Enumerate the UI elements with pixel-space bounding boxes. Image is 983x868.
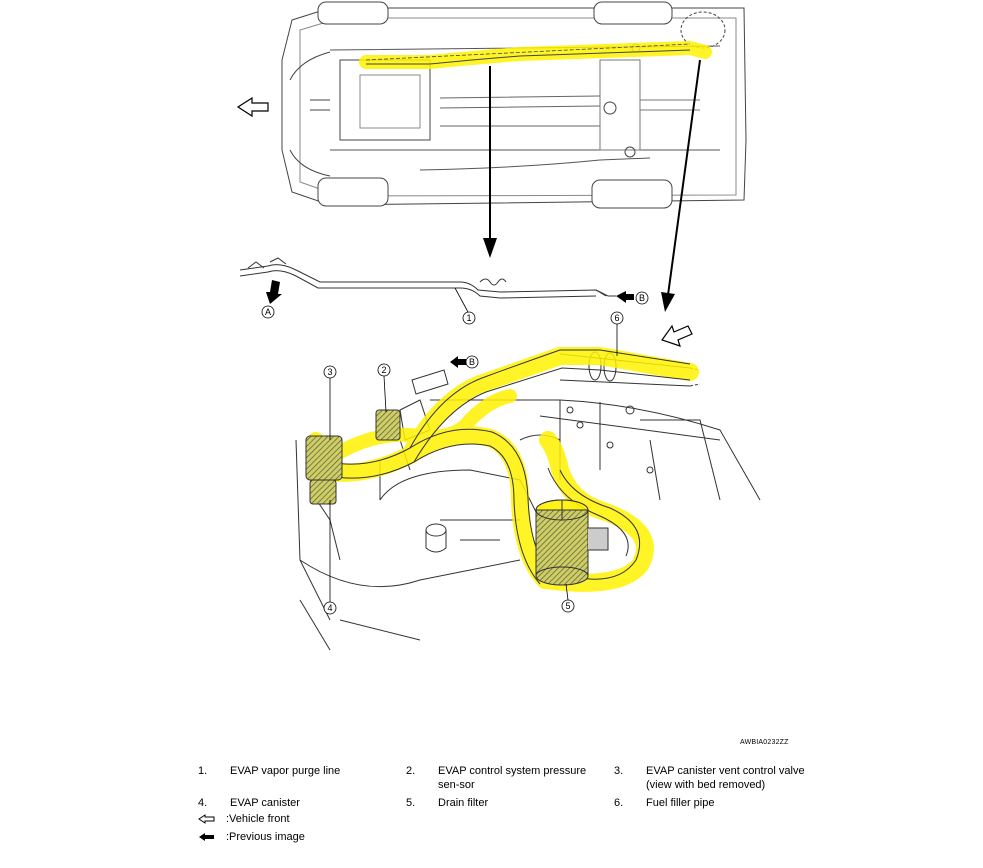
connector-b-arrow-icon — [616, 291, 634, 303]
underbody-line-highlight — [359, 40, 712, 69]
svg-text:1: 1 — [466, 313, 471, 323]
drain-filter — [535, 499, 609, 586]
svg-text:B: B — [639, 293, 645, 303]
vehicle-front-arrow-icon — [236, 96, 269, 118]
legend-item-6: 6. Fuel filler pipe — [614, 797, 715, 809]
figure-code: AWBIA0232ZZ — [740, 739, 789, 746]
callout-a: A — [261, 305, 275, 319]
legend: 1. EVAP vapor purge line 2. EVAP control… — [198, 764, 818, 846]
purge-line-detail — [239, 257, 616, 299]
hollow-arrow-left-icon — [198, 814, 226, 824]
solid-arrow-left-icon — [198, 832, 226, 842]
detail-vehicle-front-arrow-icon — [661, 324, 693, 347]
svg-text:5: 5 — [565, 601, 570, 611]
svg-text:3: 3 — [327, 367, 332, 377]
front-left-wheel — [317, 1, 389, 25]
svg-text:A: A — [265, 307, 271, 317]
pointer-arrows — [483, 59, 701, 312]
pressure-sensor — [375, 409, 401, 441]
callout-2: 2 — [377, 363, 391, 413]
callout-b-top: B — [635, 291, 649, 305]
vent-control-valve — [305, 435, 343, 505]
legend-item-5: 5. Drain filter — [406, 797, 489, 809]
canister-hoses — [329, 349, 691, 585]
connector-b-detail-arrow-icon — [450, 356, 466, 368]
svg-text:B: B — [469, 357, 475, 367]
front-right-wheel — [317, 177, 389, 207]
svg-text:6: 6 — [614, 313, 619, 323]
callout-3: 3 — [323, 365, 337, 440]
rear-left-wheel — [593, 1, 673, 25]
legend-row-1: 1. EVAP vapor purge line 2. EVAP control… — [198, 764, 818, 792]
svg-text:2: 2 — [381, 365, 386, 375]
legend-previous-image: :Previous image — [198, 828, 818, 846]
canister-line-highlights — [308, 347, 699, 592]
vehicle-underbody — [281, 1, 747, 209]
legend-item-3: 3. EVAP canister vent control valve (vie… — [614, 765, 805, 791]
connector-a-arrow-icon — [266, 280, 282, 304]
legend-row-2: 4. EVAP canister 5. Drain filter 6. Fuel… — [198, 796, 818, 810]
legend-item-4: 4. EVAP canister — [198, 797, 300, 809]
callout-b-detail: B — [465, 355, 479, 369]
legend-item-2: 2. EVAP control system pressure sen-sor — [406, 765, 587, 791]
callout-4: 4 — [323, 500, 337, 615]
rear-right-wheel — [591, 179, 673, 209]
legend-vehicle-front: :Vehicle front — [198, 810, 818, 828]
legend-item-1: 1. EVAP vapor purge line — [198, 765, 341, 777]
callout-5: 5 — [561, 583, 575, 613]
callout-6: 6 — [610, 311, 624, 356]
svg-text:4: 4 — [327, 603, 332, 613]
callout-1: 1 — [454, 287, 476, 325]
